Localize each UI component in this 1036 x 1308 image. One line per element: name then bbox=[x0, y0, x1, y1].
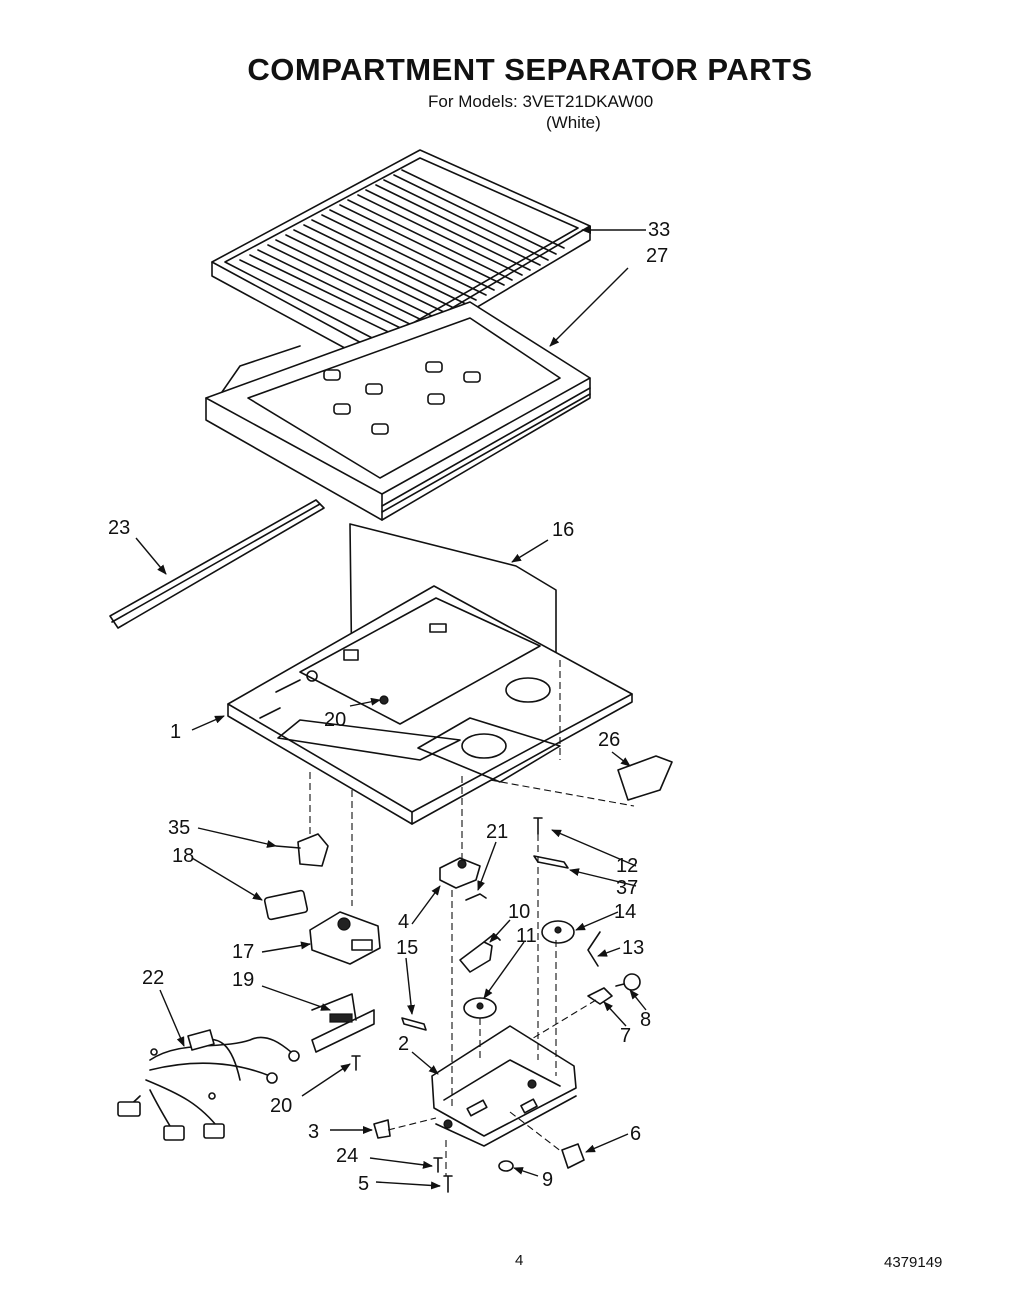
part-12-screw bbox=[533, 817, 543, 835]
callout-8: 8 bbox=[640, 1009, 651, 1031]
callout-18: 18 bbox=[172, 845, 194, 867]
part-9-grommet bbox=[498, 1160, 514, 1172]
part-5-screw bbox=[443, 1175, 453, 1193]
part-7-holder bbox=[587, 987, 613, 1005]
callout-19: 19 bbox=[232, 969, 254, 991]
part-8-bulb bbox=[615, 973, 641, 991]
callout-6: 6 bbox=[630, 1123, 641, 1145]
callout-20-lower: 20 bbox=[270, 1095, 292, 1117]
callout-9: 9 bbox=[542, 1169, 553, 1191]
page-title: COMPARTMENT SEPARATOR PARTS bbox=[247, 52, 813, 87]
part-11-knob bbox=[463, 997, 497, 1019]
callout-5: 5 bbox=[358, 1173, 369, 1195]
callout-23: 23 bbox=[108, 517, 130, 539]
callout-2: 2 bbox=[398, 1033, 409, 1055]
part-17-control-housing bbox=[309, 911, 381, 965]
callout-10: 10 bbox=[508, 901, 530, 923]
callout-27: 27 bbox=[646, 245, 668, 267]
part-15-link bbox=[401, 1017, 427, 1031]
callout-21: 21 bbox=[486, 821, 508, 843]
part-19-bracket bbox=[311, 993, 375, 1053]
assembly-guide-lines bbox=[309, 660, 635, 1176]
part-24-screw bbox=[433, 1157, 443, 1173]
part-26-insulation bbox=[617, 755, 673, 801]
callout-16: 16 bbox=[552, 519, 574, 541]
model-color: (White) bbox=[546, 113, 601, 132]
part-14-socket bbox=[541, 920, 575, 944]
callout-14: 14 bbox=[614, 901, 636, 923]
document-number: 4379149 bbox=[884, 1254, 943, 1271]
callout-24: 24 bbox=[336, 1145, 358, 1167]
part-33-grille bbox=[211, 149, 591, 367]
callout-12: 12 bbox=[616, 855, 638, 877]
callout-7: 7 bbox=[620, 1025, 631, 1047]
callout-17: 17 bbox=[232, 941, 254, 963]
callout-13: 13 bbox=[622, 937, 644, 959]
part-21-clip bbox=[465, 893, 487, 901]
callout-33: 33 bbox=[648, 219, 670, 241]
part-18-lens bbox=[263, 889, 309, 921]
part-6-switch bbox=[561, 1143, 585, 1169]
part-10-damper bbox=[459, 933, 501, 973]
part-22-wiring-harness bbox=[117, 1029, 300, 1141]
page-number: 4 bbox=[515, 1252, 524, 1269]
part-35-bracket bbox=[275, 833, 329, 867]
part-3-clip bbox=[373, 1119, 391, 1139]
callout-22: 22 bbox=[142, 967, 164, 989]
model-number: For Models: 3VET21DKAW00 bbox=[428, 92, 654, 111]
callout-20-upper: 20 bbox=[324, 709, 346, 731]
callout-26: 26 bbox=[598, 729, 620, 751]
callout-labels: 33 27 23 16 1 20 26 35 18 21 12 37 4 10 … bbox=[108, 219, 670, 1195]
callout-1: 1 bbox=[170, 721, 181, 743]
part-1-separator bbox=[227, 585, 633, 825]
callout-11: 11 bbox=[516, 925, 537, 947]
callout-3: 3 bbox=[308, 1121, 319, 1143]
callout-leaders bbox=[135, 226, 647, 1190]
part-37-spacer bbox=[533, 855, 569, 869]
callout-37: 37 bbox=[616, 877, 638, 899]
part-2-housing bbox=[431, 1025, 577, 1147]
part-23-strip bbox=[109, 499, 325, 629]
part-13-wire bbox=[587, 931, 601, 967]
callout-4: 4 bbox=[398, 911, 409, 933]
part-20-screw-lower bbox=[351, 1055, 361, 1071]
callout-35: 35 bbox=[168, 817, 190, 839]
callout-15: 15 bbox=[396, 937, 418, 959]
part-4-thermostat-knob bbox=[439, 857, 481, 889]
part-27-frame bbox=[205, 301, 591, 521]
